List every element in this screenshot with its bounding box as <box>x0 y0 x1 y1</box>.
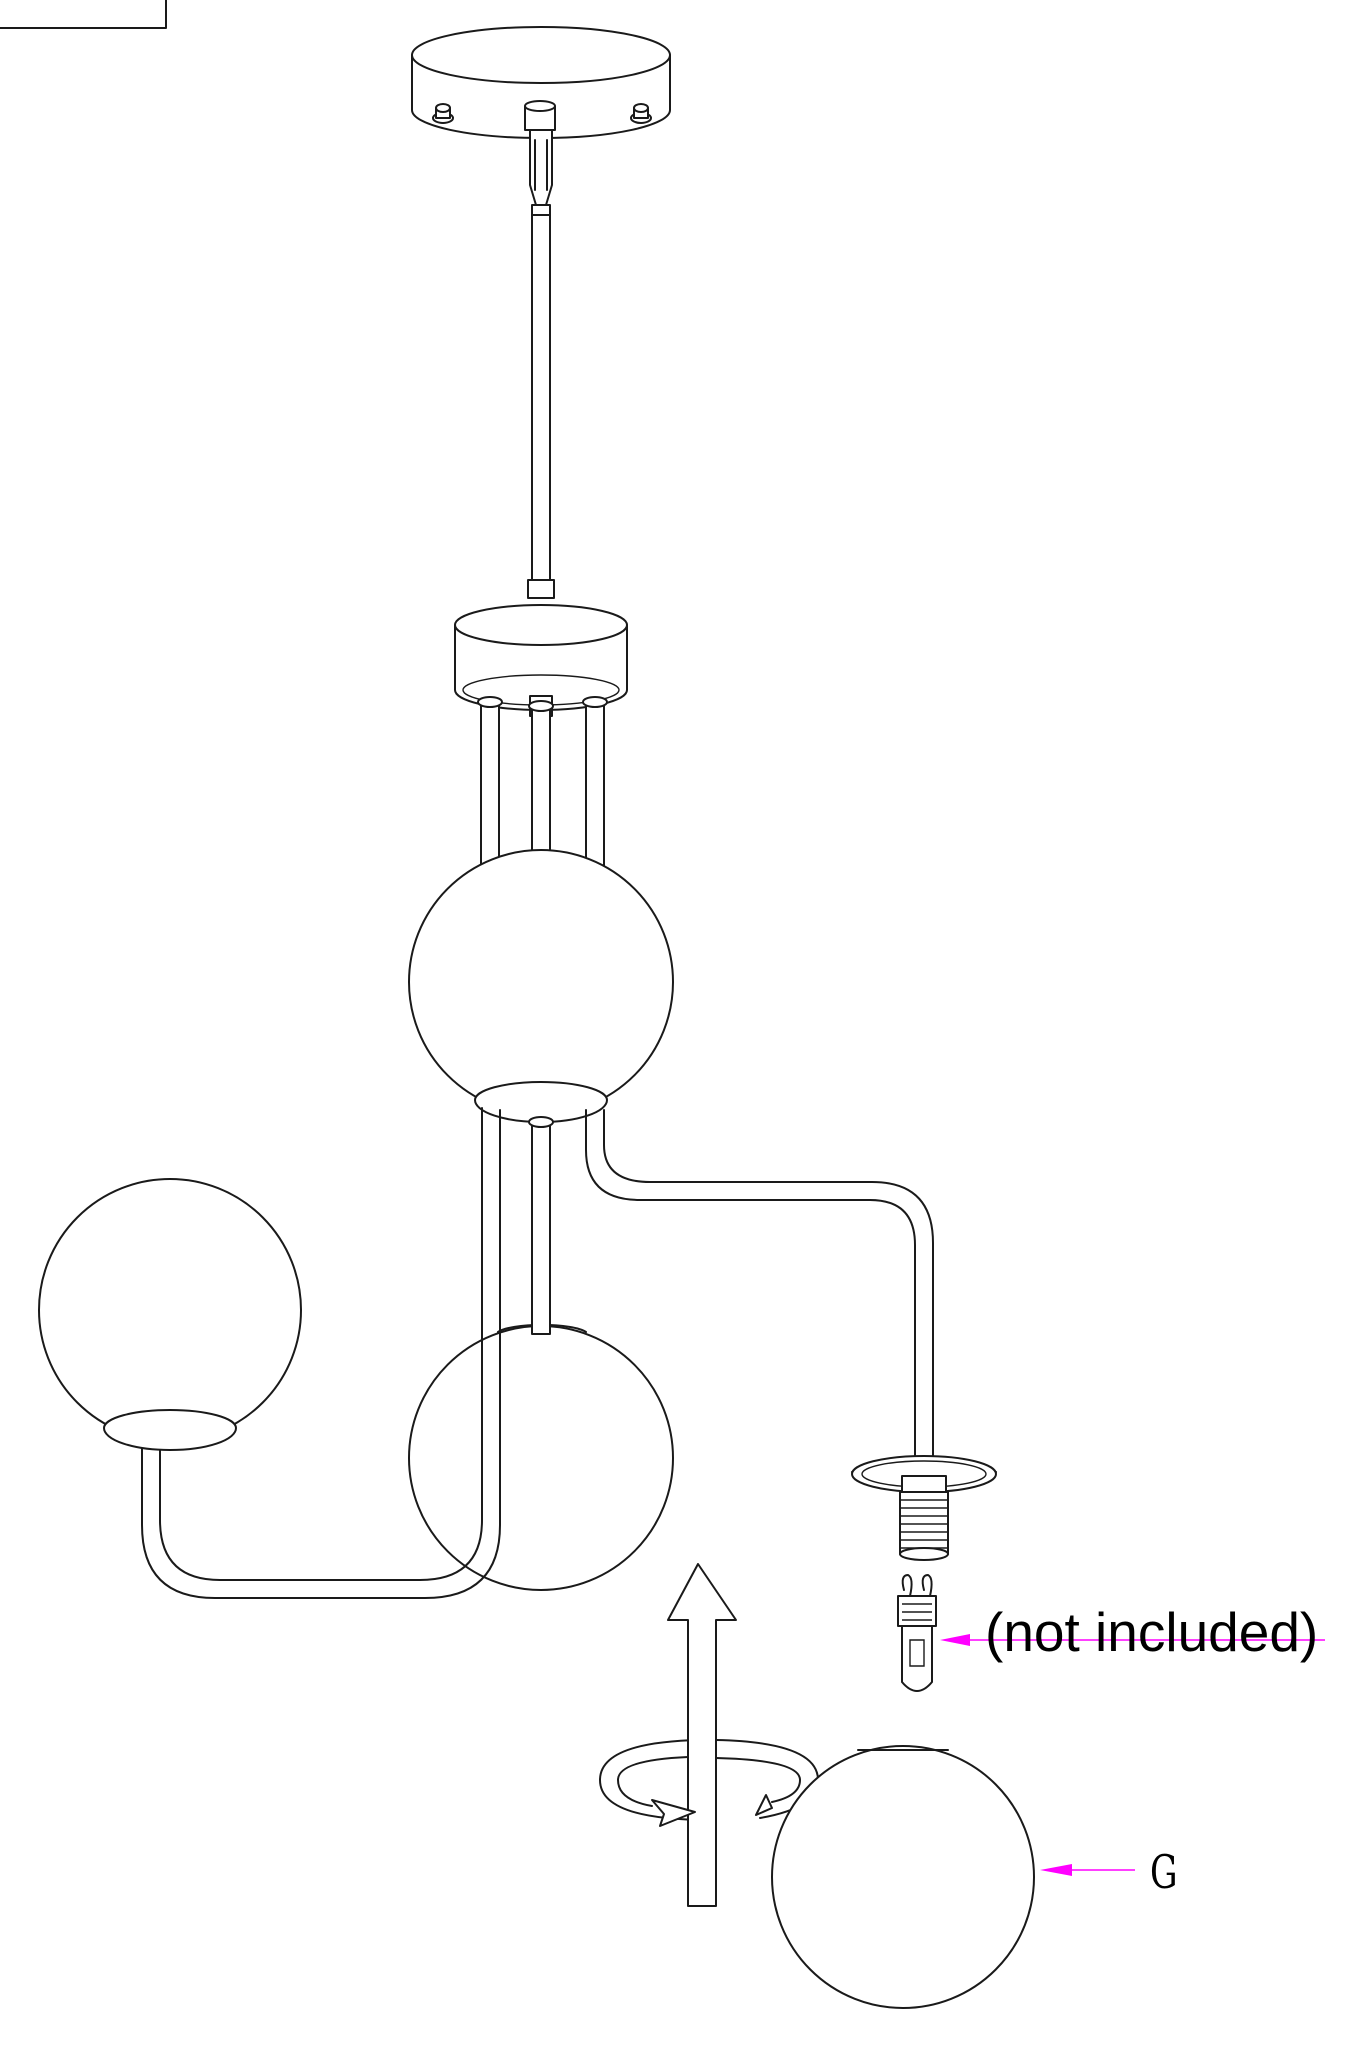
center-rod <box>528 1116 554 1335</box>
down-rod <box>527 214 555 599</box>
g-leader-arrow <box>1040 1864 1135 1876</box>
bulb-not-included-label: (not included) <box>985 1601 1319 1663</box>
left-arm <box>141 1107 501 1599</box>
hub-arms <box>477 696 608 883</box>
upper-globe <box>408 849 674 1123</box>
glass-globe-g <box>771 1745 1035 2009</box>
rotate-arrow-icon <box>599 1563 819 1907</box>
right-arm <box>585 1109 934 1469</box>
canopy-screw-left <box>432 103 454 124</box>
g9-bulb-icon <box>897 1574 937 1692</box>
swivel-connector <box>524 100 556 216</box>
socket-holder <box>851 1455 997 1561</box>
ceiling-canopy <box>411 26 671 216</box>
middle-globe <box>408 1323 674 1591</box>
left-globe <box>38 1178 302 1451</box>
part-g-label: G <box>1150 1845 1178 1899</box>
canopy-screw-right <box>630 103 652 124</box>
bulb-leader-arrow <box>940 1634 1325 1646</box>
border-fragment <box>0 0 167 29</box>
